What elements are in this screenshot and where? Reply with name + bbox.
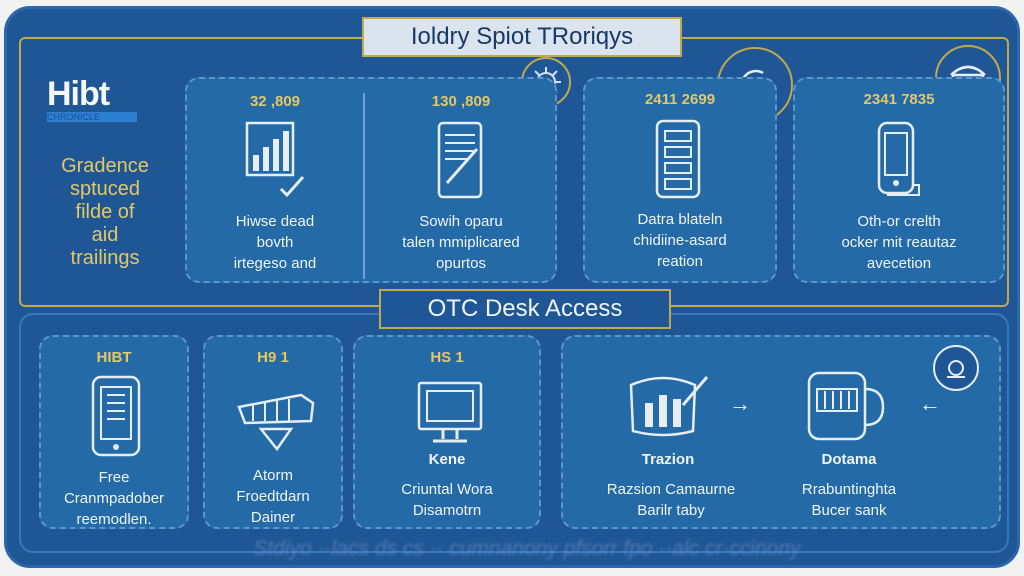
jar-chart-icon (623, 365, 713, 441)
flow-left-description: Razsion Camaurne Barilr taby (581, 479, 761, 521)
card-description: Atorm Froedtdarn Dainer (205, 465, 341, 528)
device-icon (873, 119, 925, 203)
footer-caption: Stdiyo ··lacs ds cs ·· cumnanony pfsorr … (253, 537, 801, 560)
top-card-4: 2341 7835 Oth-or crelth ocker mit reauta… (793, 77, 1005, 283)
flow-right-description: Rrabuntinghta Bucer sank (759, 479, 939, 521)
brand-name: Hibt (47, 75, 110, 113)
desc-line: Criuntal Wora (401, 481, 493, 498)
desc-line: Atorm (252, 467, 293, 484)
desc-line: avecetion (866, 255, 932, 272)
card-number: HS 1 (430, 349, 464, 366)
card-description: Datra blateln chidiine-asard reation (585, 209, 775, 272)
document-pen-icon (433, 119, 493, 203)
desc-line: Cranmpadober (63, 490, 165, 507)
desc-line: Disamotrn (412, 502, 482, 519)
arrow-left-icon: ← (919, 391, 941, 416)
vessel-icon (231, 377, 321, 457)
settings-badge-icon (933, 345, 979, 391)
card-divider (363, 93, 365, 279)
side-note-line: Gradence (61, 155, 149, 177)
side-note: Gradence sptuced filde of aid trailings (43, 155, 167, 270)
top-card-3: 2411 2699 Datra blateln chidiine-asard r… (583, 77, 777, 283)
desc-line: Sowih oparu (419, 213, 503, 230)
desc-line: opurtos (435, 255, 487, 272)
bottom-card-1: HIBT Free Cranmpadober reemodlen. (39, 335, 189, 529)
desc-line: Oth-or crelth (857, 213, 941, 230)
brand-logo: Hibt CHRONICLE (47, 75, 147, 122)
side-note-line: aid (91, 224, 119, 246)
card-description: Criuntal Wora Disamotrn (355, 479, 539, 521)
card-label: Kene (428, 451, 466, 468)
card-number: H9 1 (257, 349, 289, 366)
section-banner: OTC Desk Access (379, 289, 671, 329)
desc-line: Hiwse dead (235, 213, 315, 230)
desc-line: chidiine-asard (633, 232, 727, 249)
bottom-card-2: H9 1 Atorm Froedtdarn Dainer (203, 335, 343, 529)
side-note-line: filde of (75, 201, 135, 223)
server-icon (653, 117, 705, 201)
top-card (185, 77, 557, 283)
side-note-line: trailings (70, 247, 140, 269)
card-number: 130 ,809 (431, 93, 491, 110)
title-banner: Ioldry Spiot TRoriqys (362, 17, 682, 57)
card-description: Oth-or crelth ocker mit reautaz avecetio… (795, 211, 1003, 274)
bottom-card-3: HS 1 Kene Criuntal Wora Disamotrn (353, 335, 541, 529)
desc-line: Barilr taby (637, 502, 705, 519)
card-description: Sowih oparu talen mmiplicared opurtos (367, 211, 555, 274)
card-number: 32 ,809 (249, 93, 301, 110)
desc-line: Dainer (250, 509, 296, 526)
desc-line: ocker mit reautaz (841, 234, 957, 251)
brand-subtitle: CHRONICLE (47, 112, 137, 122)
chart-check-icon (241, 119, 311, 199)
side-note-line: sptuced (69, 178, 141, 200)
desc-line: irtegeso and (233, 255, 317, 272)
flow-left-title: Trazion (641, 451, 695, 468)
flow-right-title: Dotama (821, 451, 877, 468)
card-description: Hiwse dead bovth irtegeso and (187, 211, 363, 274)
arrow-right-icon: → (729, 391, 751, 416)
desc-line: Bucer sank (811, 502, 887, 519)
desc-line: Razsion Camaurne (606, 481, 736, 498)
monitor-icon (413, 377, 487, 453)
infographic-frame: Ioldry Spiot TRoriqys Hibt CHRONICLE Gra… (4, 6, 1020, 568)
card-number: HIBT (96, 349, 132, 366)
mug-server-icon (803, 367, 887, 447)
card-number: 2411 2699 (644, 91, 716, 108)
desc-line: Datra blateln (637, 211, 723, 228)
desc-line: reemodlen. (76, 511, 152, 528)
desc-line: talen mmiplicared (402, 234, 520, 251)
desc-line: Rrabuntinghta (801, 481, 897, 498)
phone-icon (89, 373, 145, 459)
card-number: 2341 7835 (863, 91, 935, 108)
flow-card: → ← Trazion Razsion Camaurne Barilr taby… (561, 335, 1001, 529)
desc-line: Froedtdarn (236, 488, 310, 505)
card-description: Free Cranmpadober reemodlen. (41, 467, 187, 530)
desc-line: Free (98, 469, 130, 486)
desc-line: bovth (256, 234, 294, 251)
desc-line: reation (657, 253, 703, 270)
